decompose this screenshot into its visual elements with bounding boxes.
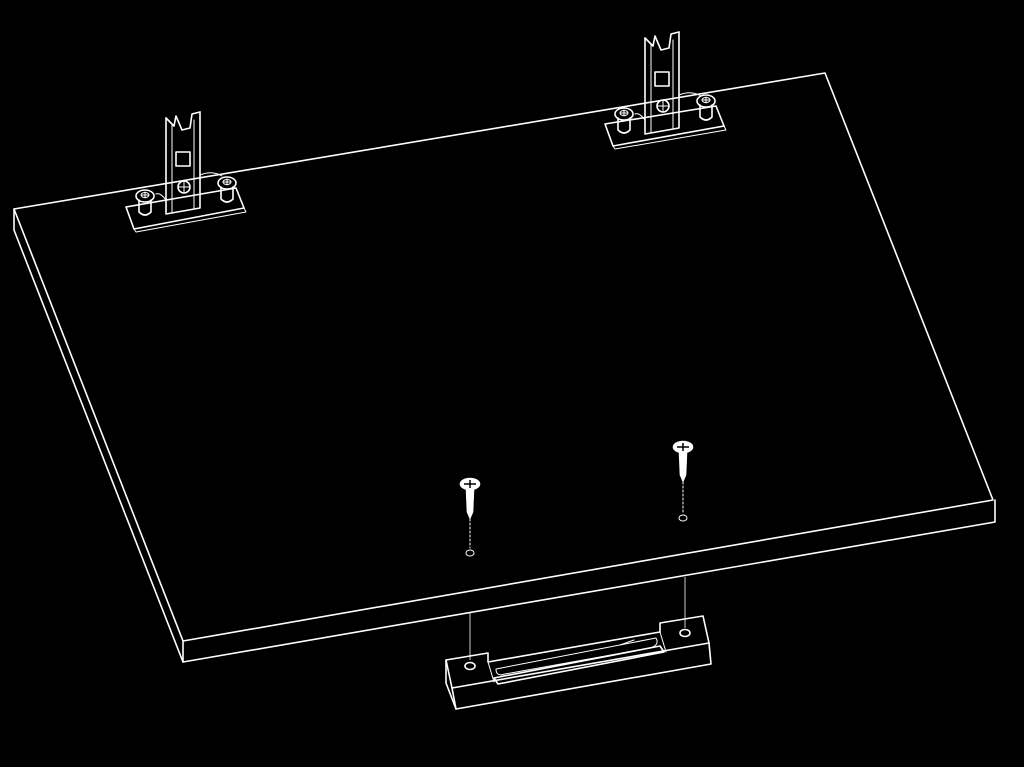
panel: [13, 72, 996, 663]
hinge-right: [604, 31, 727, 150]
handle: [445, 615, 712, 710]
screw-left: [459, 477, 481, 557]
screw-right: [672, 440, 694, 522]
hinge-left: [125, 111, 247, 233]
